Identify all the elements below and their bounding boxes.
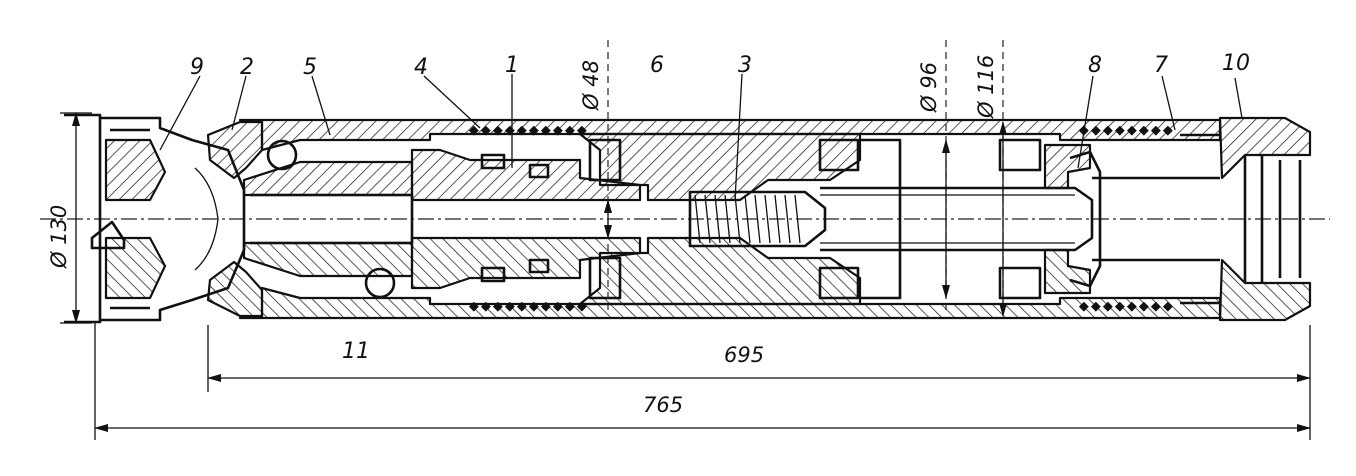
spring-bead — [1090, 301, 1101, 312]
diameter-96-label: Ø 96 — [917, 62, 941, 113]
guide-sleeve — [242, 139, 414, 299]
diameter-48-label: Ø 48 — [579, 60, 603, 111]
spring-bead — [1126, 301, 1137, 312]
diameter-116-label: Ø 116 — [974, 55, 998, 119]
spring-bead — [1114, 301, 1125, 312]
spring-bead — [528, 301, 539, 312]
valve-body — [578, 132, 1042, 306]
diameter-lines — [60, 40, 1007, 324]
spring-bead — [564, 301, 575, 312]
ball-upper — [266, 139, 298, 171]
callout-labels: 9 2 5 4 1 6 3 8 7 10 11 — [190, 51, 1250, 364]
spring-bead — [1162, 301, 1173, 312]
spring-bead — [576, 301, 587, 312]
spring-bead — [552, 301, 563, 312]
length-765-label: 765 — [643, 393, 683, 417]
diameter-130-label: Ø 130 — [47, 205, 71, 269]
piston — [410, 148, 642, 290]
length-dimensions — [94, 322, 1311, 440]
callout-4: 4 — [414, 55, 428, 80]
callout-3: 3 — [738, 53, 752, 78]
callout-1: 1 — [505, 53, 519, 78]
rear-sub — [1180, 116, 1312, 322]
callout-10: 10 — [1222, 51, 1250, 76]
spring-bead — [468, 301, 479, 312]
callout-8: 8 — [1088, 53, 1102, 78]
callout-7: 7 — [1154, 53, 1168, 78]
spring-bead — [1150, 301, 1161, 312]
spring-bead — [516, 301, 527, 312]
callout-5: 5 — [303, 55, 317, 80]
spring-bead — [492, 301, 503, 312]
callout-11: 11 — [342, 339, 370, 364]
front-chuck — [206, 120, 264, 318]
threaded-plunger — [688, 190, 827, 248]
callout-9: 9 — [190, 55, 204, 80]
spring-bead — [504, 301, 515, 312]
ball-11 — [364, 267, 396, 299]
rear-seal — [1043, 143, 1102, 295]
spring-bead — [1078, 301, 1089, 312]
spring-bead — [1138, 301, 1149, 312]
dimension-labels: Ø 48 Ø 96 Ø 116 Ø 130 695 765 — [47, 55, 998, 417]
callout-6: 6 — [650, 53, 664, 78]
callout-2: 2 — [240, 55, 254, 80]
leader-lines — [159, 73, 1243, 201]
drill-bit — [64, 113, 246, 324]
spring-bead — [480, 301, 491, 312]
length-695-label: 695 — [724, 343, 764, 367]
spring-bead — [1102, 301, 1113, 312]
spring-bead — [540, 301, 551, 312]
